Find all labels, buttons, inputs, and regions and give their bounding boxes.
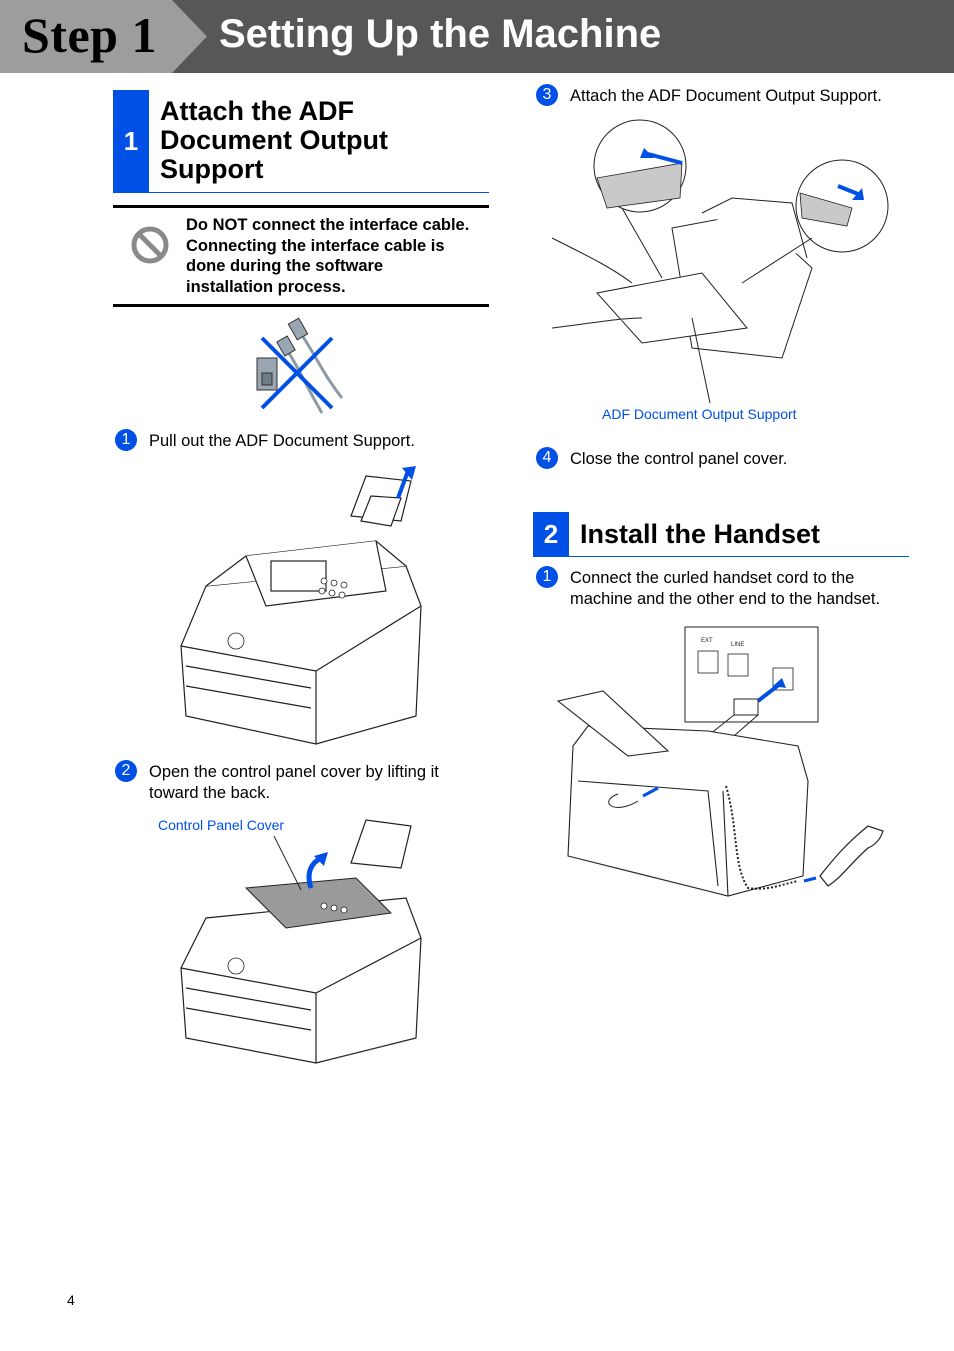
adf-output-support-caption: ADF Document Output Support	[602, 406, 797, 422]
step-3-number: 3	[536, 84, 558, 106]
no-interface-cable-illustration	[256, 317, 344, 414]
section-2-title: Install the Handset	[580, 519, 821, 549]
section-1-heading: 1 Attach the ADF Document Output Support	[113, 90, 489, 193]
section-1-number: 1	[113, 90, 149, 193]
section-2-heading: 2 Install the Handset	[533, 512, 909, 557]
section-2-step-1-number: 1	[536, 566, 558, 588]
section-2-step-1-text: Connect the curled handset cord to the m…	[570, 569, 881, 608]
page-header: Step 1 Setting Up the Machine	[0, 0, 954, 73]
section-2-rule	[569, 556, 909, 557]
step-1-text: Pull out the ADF Document Support.	[149, 432, 415, 450]
page-number: 4	[67, 1292, 75, 1308]
svg-text:LINE: LINE	[731, 642, 744, 648]
warning-text: Do NOT connect the interface cable. Conn…	[186, 216, 470, 296]
step-4-text: Close the control panel cover.	[570, 450, 788, 468]
prohibited-icon	[131, 226, 169, 264]
step-label: Step 1	[22, 7, 157, 63]
attach-output-support-illustration	[551, 119, 889, 404]
section-1-title: Attach the ADF Document Output Support	[160, 96, 388, 184]
warning-box: Do NOT connect the interface cable. Conn…	[113, 205, 489, 307]
page-title: Setting Up the Machine	[219, 12, 662, 56]
step-3-text: Attach the ADF Document Output Support.	[570, 87, 882, 105]
step-2-number: 2	[115, 760, 137, 782]
step-1-number: 1	[115, 429, 137, 451]
svg-text:EXT: EXT	[701, 638, 713, 644]
control-panel-cover-caption: Control Panel Cover	[158, 817, 285, 833]
step-2-text: Open the control panel cover by lifting …	[149, 763, 439, 802]
section-1-rule	[149, 192, 489, 193]
section-2-number: 2	[533, 512, 569, 557]
pull-out-adf-support-illustration	[180, 466, 422, 745]
step-4-number: 4	[536, 447, 558, 469]
install-handset-illustration: EXT LINE	[556, 626, 884, 897]
open-control-panel-cover-illustration	[180, 819, 422, 1064]
step-tab-shape	[0, 0, 207, 73]
